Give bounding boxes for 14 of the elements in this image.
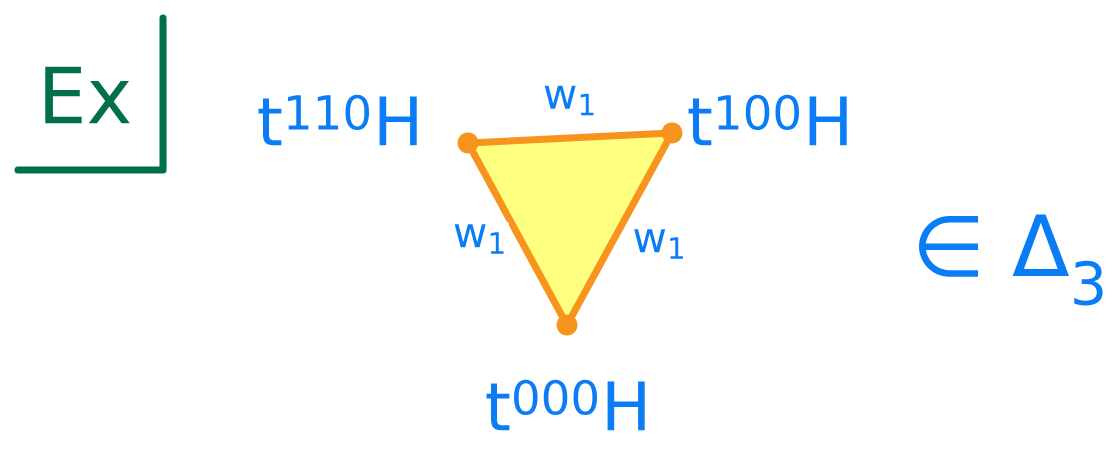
edge-label: w$_{1}$ <box>454 224 504 254</box>
vertex-label: t$^{000}$H <box>486 379 645 431</box>
vertex-dot <box>556 314 578 336</box>
vertex-dot <box>457 132 479 154</box>
set-label: ∈ Δ$_{3}$ <box>919 214 1103 306</box>
triangle-side <box>475 130 665 146</box>
edge-label: w$_{1}$ <box>634 229 683 259</box>
vertex-label: t$^{110}$H <box>258 94 417 146</box>
vertex-dot <box>661 122 683 144</box>
edge-label: w$_{1}$ <box>544 85 594 116</box>
vertex-label: t$^{100}$H <box>688 94 847 146</box>
triangle-side <box>469 149 566 319</box>
title-heading: Ex <box>45 66 130 124</box>
triangle-side <box>568 139 671 319</box>
